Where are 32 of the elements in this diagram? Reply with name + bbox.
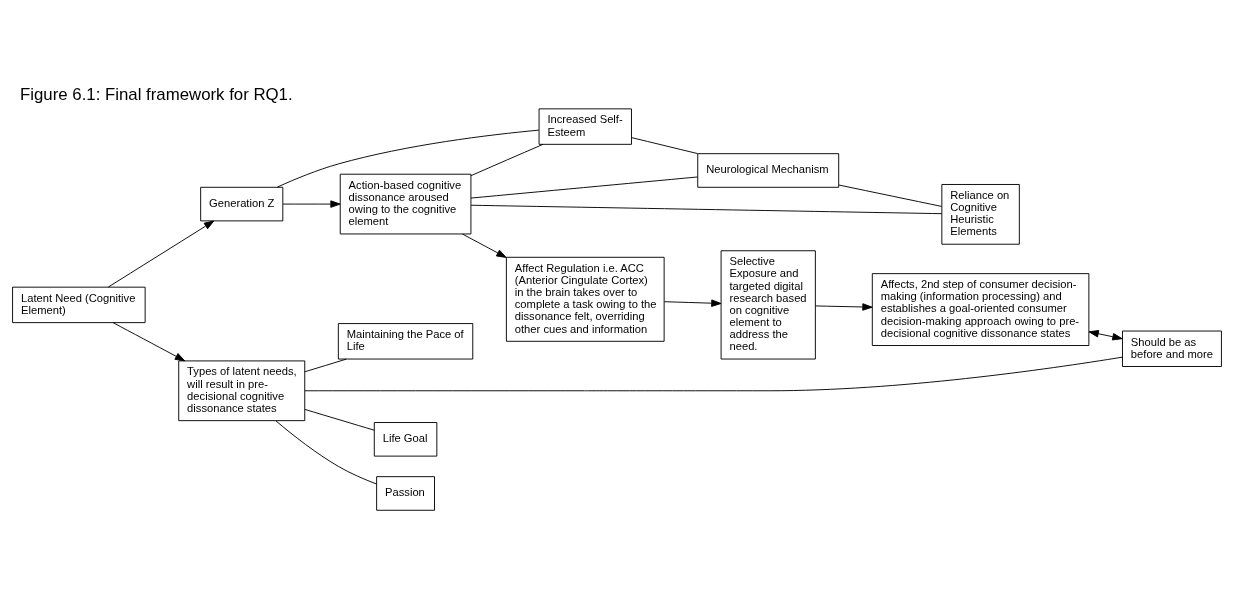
connector bbox=[304, 358, 347, 372]
node-box: Reliance on Cognitive Heuristic Elements bbox=[941, 183, 1020, 245]
arrow bbox=[112, 321, 186, 361]
node-box: Neurological Mechanism bbox=[697, 152, 840, 188]
diagram-title: Figure 6.1: Final framework for RQ1. bbox=[20, 84, 293, 104]
arrow bbox=[1088, 329, 1123, 340]
connector bbox=[470, 204, 943, 214]
arrow bbox=[663, 298, 722, 307]
connector bbox=[276, 129, 540, 188]
connector bbox=[470, 176, 698, 199]
node-box: Life Goal bbox=[373, 421, 438, 457]
node-box: Should be as before and more bbox=[1122, 330, 1222, 367]
node-box: Latent Need (Cognitive Element) bbox=[12, 286, 146, 323]
connector bbox=[631, 136, 699, 154]
node-box: Affects, 2nd step of consumer decision-making (information processing) and establishes a goal-oriented consumer decision-making approach owing to pre-decisional cognitive dissonance states bbox=[871, 272, 1090, 346]
connector bbox=[275, 419, 377, 484]
arrow bbox=[107, 220, 215, 288]
node-box: Passion bbox=[376, 475, 435, 511]
arrow bbox=[282, 199, 341, 208]
node-box: Maintaining the Pace of Life bbox=[337, 322, 474, 359]
node-box: Affect Regulation i.e. ACC (Anterior Cingulate Cortex) in the brain takes over to complete a task owing to the dissonance felt, overriding other cues and information bbox=[505, 256, 665, 342]
connector bbox=[838, 184, 943, 207]
connector bbox=[304, 356, 1123, 391]
node-box: Increased Self-Esteem bbox=[538, 107, 632, 145]
arrow bbox=[462, 233, 507, 258]
node-box: Generation Z bbox=[200, 186, 284, 221]
node-box: Selective Exposure and targeted digital research based on cognitive element to address the need. bbox=[720, 249, 816, 359]
arrow bbox=[815, 302, 873, 311]
node-box: Types of latent needs, will result in pre-decisional cognitive dissonance states bbox=[178, 359, 306, 421]
node-box: Action-based cognitive dissonance aroused owing to the cognitive element bbox=[339, 173, 472, 234]
connector bbox=[470, 143, 544, 176]
connector bbox=[304, 408, 375, 431]
